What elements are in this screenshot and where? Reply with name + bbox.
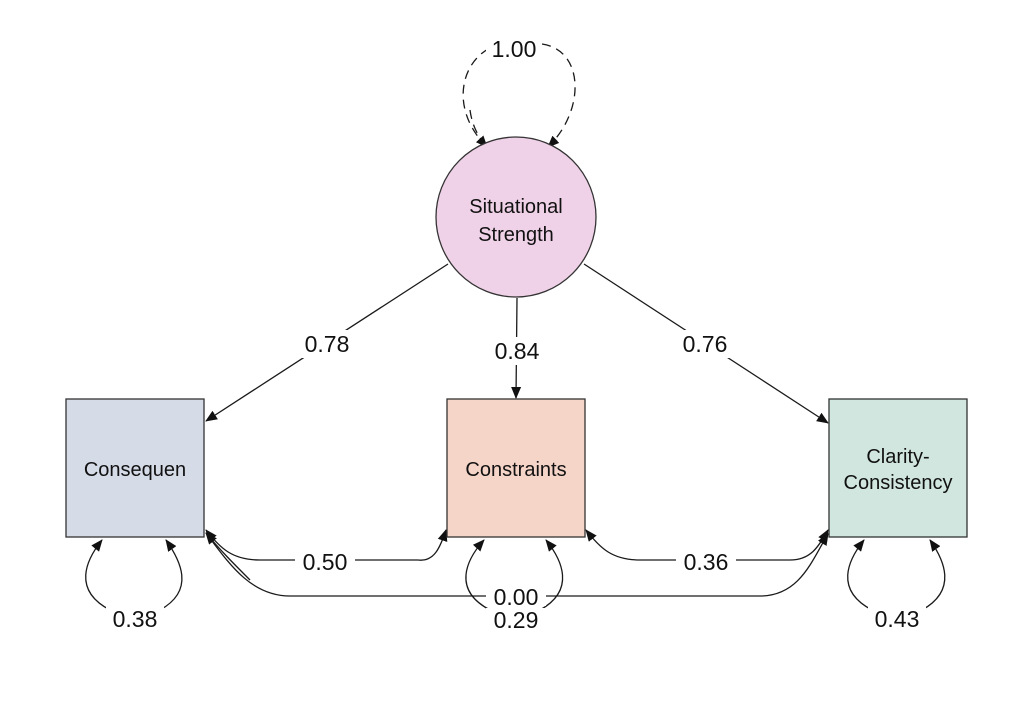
loading-label-constraints: 0.84 [495, 338, 540, 364]
indicator-node-consequences [65, 398, 205, 538]
cov-arrow-consequences-constraints-right [417, 529, 448, 561]
latent-node-situational-strength [435, 136, 597, 298]
cov-bg-consequences-clarity [486, 586, 546, 606]
loading-bg-consequences [298, 330, 356, 358]
indicator-node-constraints [446, 398, 586, 538]
loading-bg-constraints [488, 337, 546, 365]
cov-arrowhead-consequences-clarity-left [205, 532, 251, 581]
loading-label-clarity-consistency: 0.76 [683, 331, 728, 357]
indicator-label-clarity-line1: Clarity- [866, 446, 929, 468]
resvar-loop-constraints-right [539, 539, 564, 611]
resvar-label-consequences: 0.38 [113, 606, 158, 632]
cov-bg-constraints-clarity [676, 548, 736, 576]
resvar-loop-consequences-left [85, 539, 111, 611]
latent-label-line2: Strength [478, 224, 554, 246]
cov-label-constraints-clarity: 0.36 [684, 549, 729, 575]
cov-bg-consequences-constraints [295, 548, 355, 576]
loading-label-consequences: 0.78 [305, 331, 350, 357]
cov-label-consequences-constraints: 0.50 [303, 549, 348, 575]
resvar-loop-clarity-left [847, 539, 873, 611]
cov-arrow-constraints-clarity-left [585, 529, 641, 561]
loading-bg-clarity [676, 330, 734, 358]
resvar-loop-constraints-left [465, 539, 491, 611]
indicator-label-consequences: Consequen [84, 459, 186, 481]
resvar-bg-consequences [106, 606, 164, 632]
latent-label-line1: Situational [469, 196, 562, 218]
latent-variance-label: 1.00 [492, 36, 537, 62]
latent-variance-bg [486, 34, 542, 62]
resvar-loop-consequences-right [159, 539, 183, 611]
resvar-label-clarity-consistency: 0.43 [875, 606, 920, 632]
resvar-bg-constraints [486, 608, 546, 632]
resvar-bg-clarity [868, 606, 926, 632]
cov-label-consequences-clarity: 0.00 [494, 584, 539, 610]
cov-arrow-consequences-constraints-left [205, 529, 261, 561]
resvar-loop-clarity-right [921, 539, 946, 611]
resvar-label-constraints: 0.29 [494, 607, 539, 633]
indicator-label-constraints: Constraints [465, 459, 566, 481]
indicator-label-clarity-line2: Consistency [844, 472, 953, 494]
indicator-node-clarity-consistency [828, 398, 968, 538]
